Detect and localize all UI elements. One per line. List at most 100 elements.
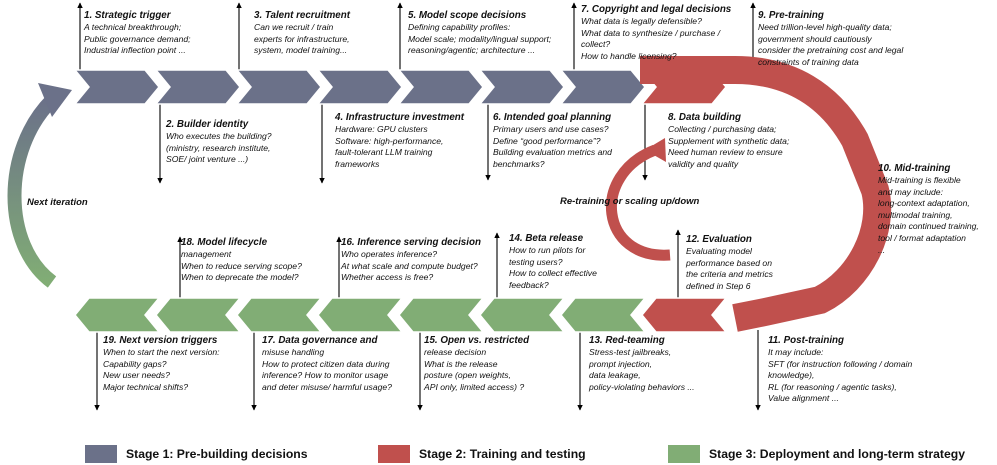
- step-text-line: API only, limited access) ?: [424, 381, 525, 392]
- step-text-line: validity and quality: [668, 158, 739, 169]
- step-text-line: feedback?: [509, 279, 549, 290]
- legend-label-stage-1: Stage 1: Pre-building decisions: [126, 447, 308, 461]
- step-text-line: and may include:: [878, 186, 943, 197]
- step-title: 5. Model scope decisions: [408, 10, 527, 21]
- step-text-line: When to start the next version:: [103, 347, 220, 357]
- legend-item-stage-3: Stage 3: Deployment and long-term strate…: [668, 444, 965, 464]
- step-text-line: management: [181, 249, 232, 259]
- step-title: 2. Builder identity: [166, 119, 249, 130]
- chevron-top-3: [235, 69, 322, 105]
- chevron-top-2: [154, 69, 241, 105]
- chevron-bottom-5: [398, 297, 485, 333]
- step-text-line: misuse handling: [262, 347, 325, 357]
- step-text-line: Model scale; modality/lingual support;: [408, 33, 552, 44]
- step-text-line: consider the pretraining cost and legal: [758, 45, 904, 56]
- step-text-line: data leakage,: [589, 370, 641, 381]
- step-text-line: When to deprecate the model?: [181, 272, 299, 283]
- chevron-bottom-7: [560, 297, 647, 333]
- chevron-bottom-1: [74, 297, 161, 333]
- step-text-line: the criteria and metrics: [686, 269, 773, 280]
- step-text-line: Need trillion-level high-quality data;: [758, 22, 892, 32]
- step-text-line: constraints of training data: [758, 56, 859, 67]
- step-text-line: domain continued training,: [878, 221, 979, 232]
- chevron-top-5: [397, 69, 484, 105]
- step-text-line: Can we recruit / train: [254, 22, 334, 32]
- step-text-line: inference? How to monitor usage: [262, 370, 389, 381]
- step-title: 10. Mid-training: [878, 163, 951, 174]
- step-text-line: performance based on: [686, 257, 772, 268]
- chevron-top-6: [478, 69, 565, 105]
- step-text-line: Whether access is free?: [341, 272, 434, 283]
- step-title: 12. Evaluation: [686, 234, 752, 245]
- step-text-line: and deter misuse/ harmful usage?: [262, 381, 392, 392]
- step-text-line: Software: high-performance,: [335, 135, 444, 146]
- stage-1-chevron-row: [73, 69, 727, 105]
- legend-item-stage-2: Stage 2: Training and testing: [378, 444, 586, 464]
- step-text-line: policy-violating behaviors ...: [589, 381, 695, 392]
- pipeline-curve-right: [640, 56, 892, 332]
- step-text-line: SOE/ joint venture ...): [166, 154, 249, 165]
- step-text-line: Defining capability profiles:: [408, 22, 511, 32]
- step-text-line: fault-tolerant LLM training: [335, 147, 433, 158]
- step-text-line: release decision: [424, 347, 487, 357]
- step-title: 13. Red-teaming: [589, 335, 665, 346]
- step-title: 1. Strategic trigger: [84, 10, 171, 21]
- step-text-line: How to handle licensing?: [581, 50, 677, 61]
- step-text-line: frameworks: [335, 158, 380, 169]
- step-text-line: Industrial inflection point ...: [84, 45, 186, 56]
- step-text-line: collect?: [581, 39, 611, 50]
- step-text-line: What data is legally defensible?: [581, 16, 702, 26]
- step-text-line: A technical breakthrough;: [84, 22, 182, 32]
- step-text-line: Hardware: GPU clusters: [335, 124, 428, 134]
- step-text-line: What data to synthesize / purchase /: [581, 27, 721, 38]
- step-title: 14. Beta release: [509, 233, 584, 244]
- step-text-line: Supplement with synthetic data;: [668, 135, 790, 146]
- step-text-line: When to reduce serving scope?: [181, 260, 302, 271]
- step-text-line: How to collect effective: [509, 268, 597, 279]
- next-iteration-loop: [7, 95, 58, 288]
- step-text-line: Stress-test jailbreaks,: [589, 347, 672, 357]
- step-text-line: testing users?: [509, 256, 563, 267]
- step-text-line: Need human review to ensure: [668, 147, 783, 158]
- step-title: 8. Data building: [668, 112, 741, 123]
- step-title: 7. Copyright and legal decisions: [581, 4, 732, 15]
- legend-item-stage-1: Stage 1: Pre-building decisions: [85, 444, 308, 464]
- step-title: 11. Post-training: [768, 335, 845, 346]
- chevron-bottom-3: [236, 297, 323, 333]
- step-text-line: How to protect citizen data during: [262, 358, 390, 369]
- step-title: 6. Intended goal planning: [493, 112, 612, 123]
- step-title: 17. Data governance and: [262, 335, 378, 346]
- chevron-bottom-4: [317, 297, 404, 333]
- step-text-line: (ministry, research institute,: [166, 142, 271, 153]
- step-text-line: system, model training...: [254, 45, 348, 56]
- step-text-line: Evaluating model: [686, 246, 752, 256]
- step-text-line: Building evaluation metrics and: [493, 147, 612, 158]
- step-text-line: Who operates inference?: [341, 249, 438, 259]
- chevron-top-1: [73, 69, 160, 105]
- chevron-bottom-8: [641, 297, 728, 333]
- retraining-arrowhead: [645, 138, 666, 162]
- step-text-line: Collecting / purchasing data;: [668, 124, 777, 134]
- step-text-line: Who executes the building?: [166, 131, 272, 141]
- step-text-line: What is the release: [424, 358, 498, 369]
- step-text-line: tool / format adaptation: [878, 232, 966, 243]
- stage-3-chevron-row: [74, 297, 728, 333]
- chevron-top-4: [316, 69, 403, 105]
- step-text-line: government should cautiously: [758, 33, 872, 44]
- step-text-line: Public governance demand;: [84, 33, 191, 44]
- step-title: 15. Open vs. restricted: [424, 335, 530, 346]
- step-text-line: experts for infrastructure,: [254, 33, 350, 44]
- step-text-line: How to run pilots for: [509, 245, 586, 255]
- legend-swatch-stage-1: [85, 445, 117, 463]
